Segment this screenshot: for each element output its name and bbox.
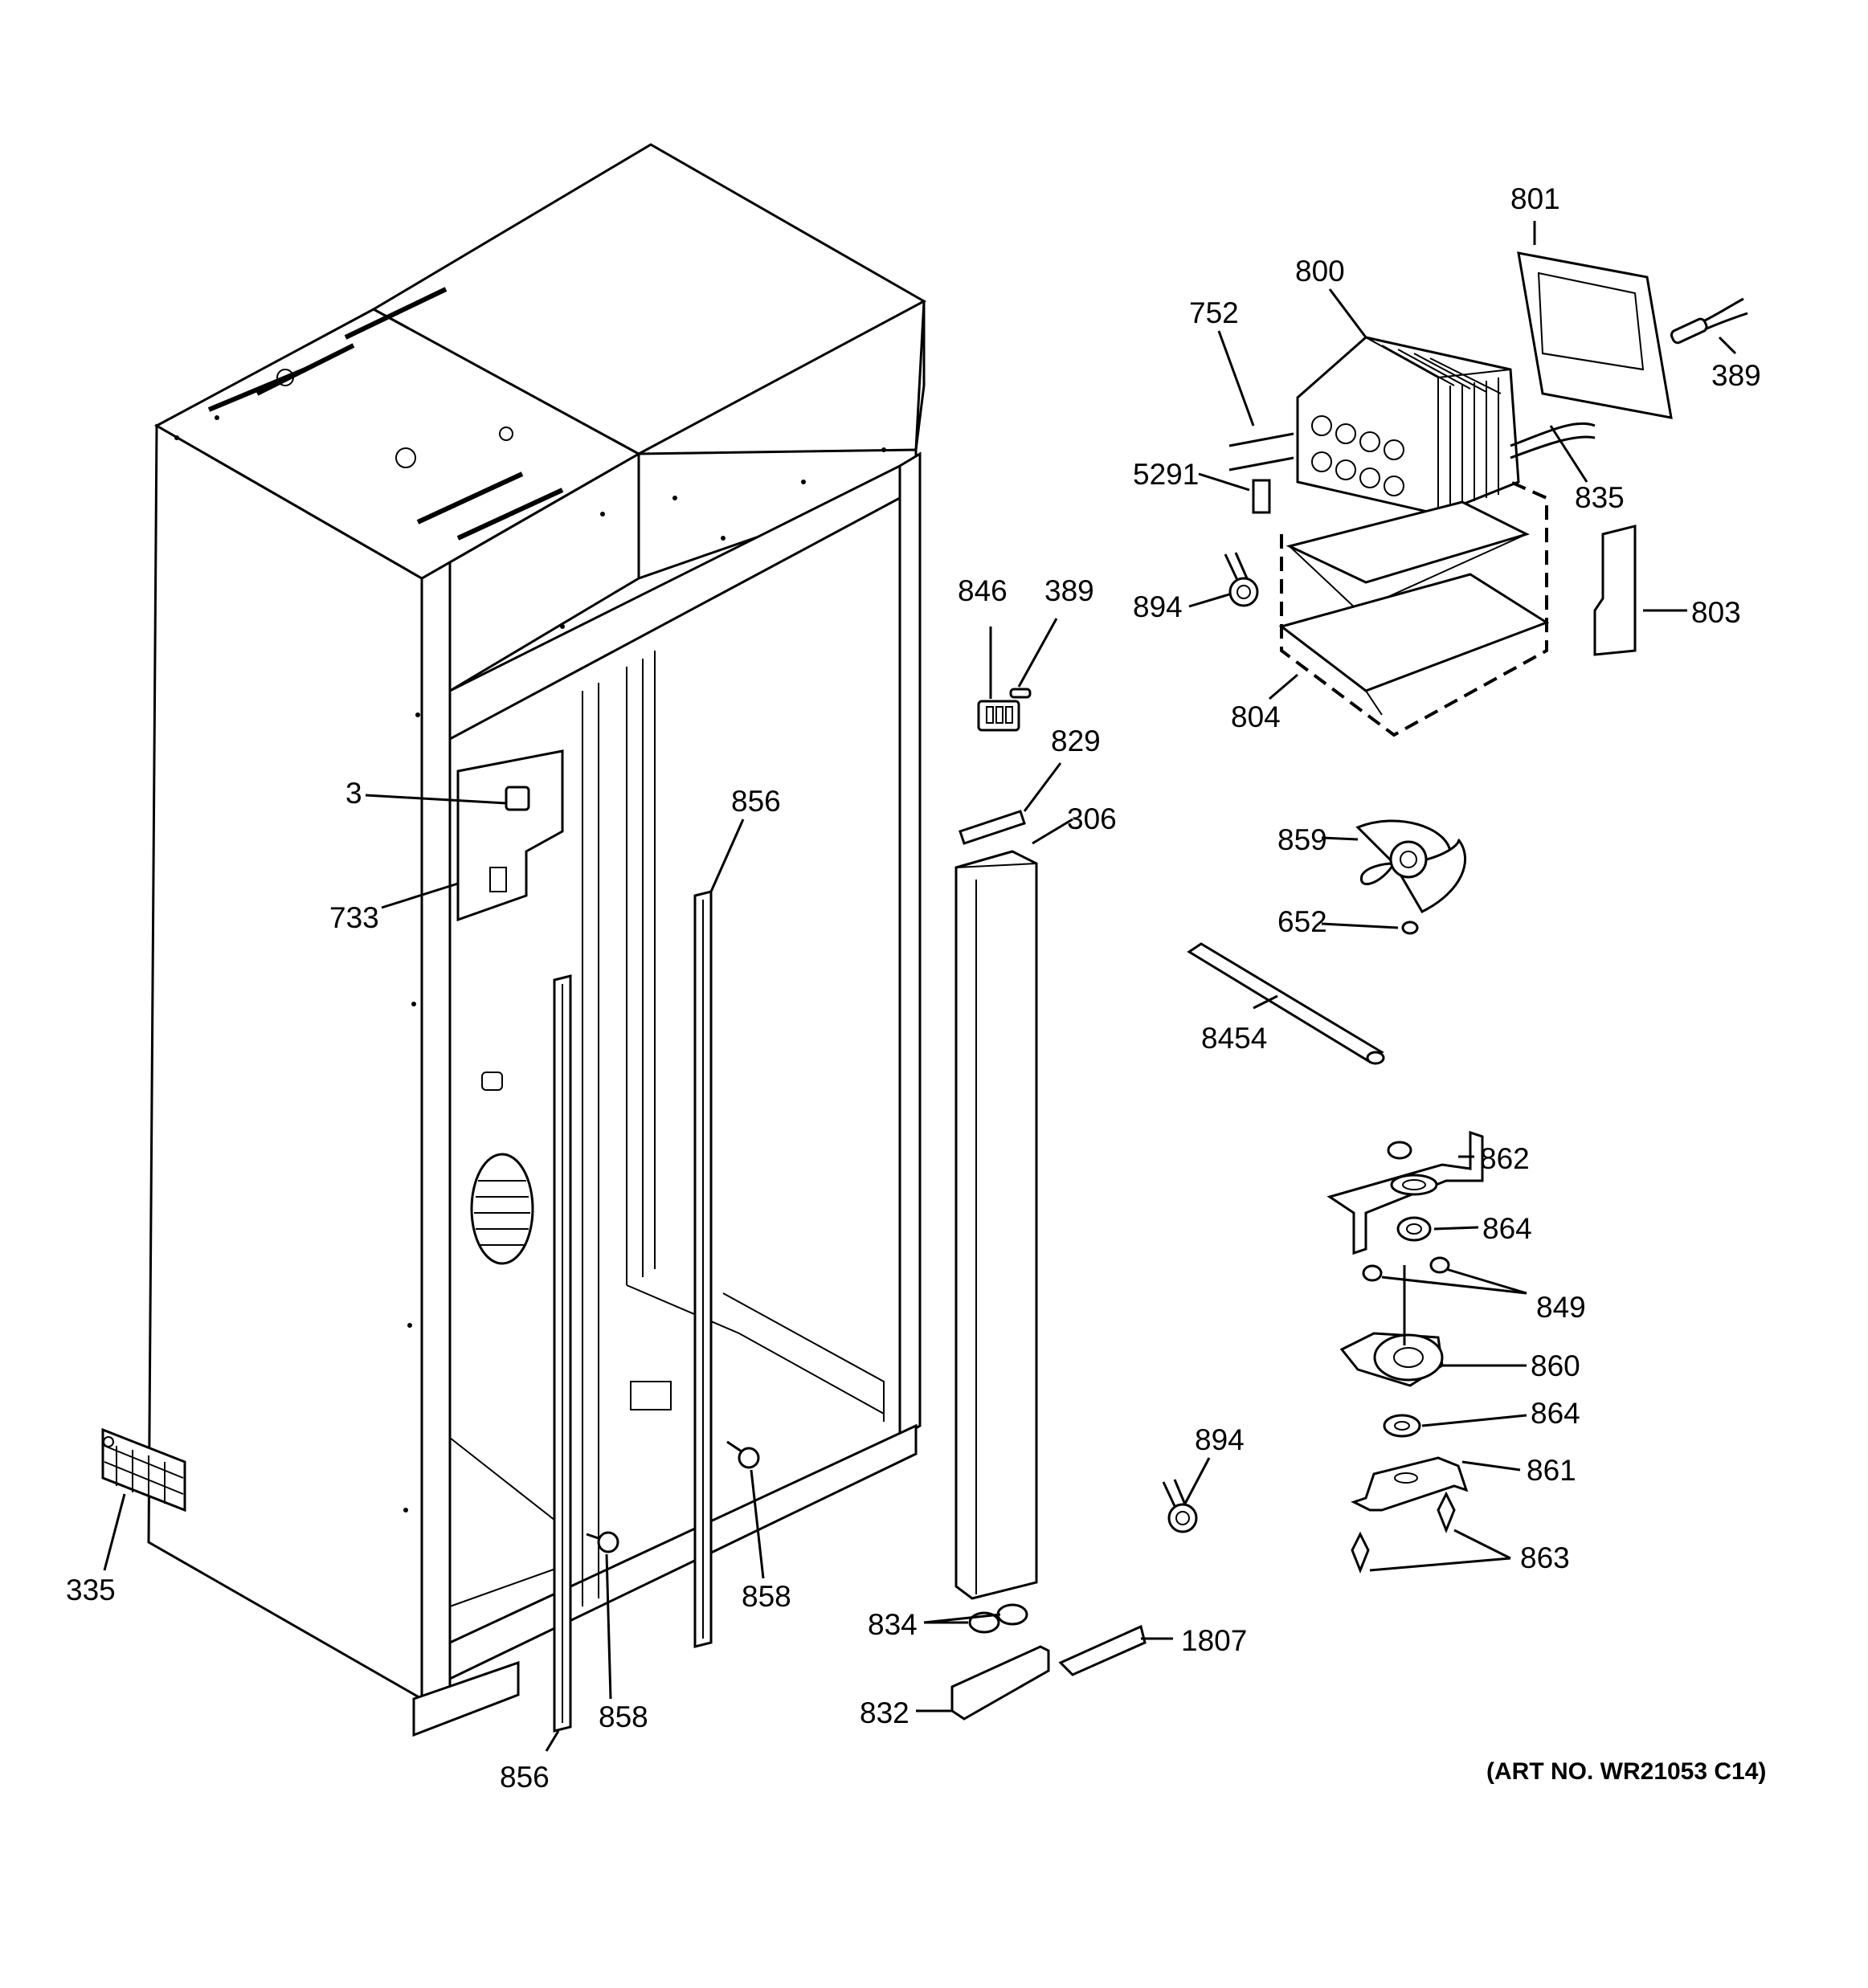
nut-652 bbox=[1401, 921, 1419, 935]
label-752: 752 bbox=[1189, 296, 1239, 329]
shield-803 bbox=[1593, 525, 1637, 656]
label-861: 861 bbox=[1527, 1454, 1576, 1487]
label-894: 894 bbox=[1133, 590, 1183, 623]
art-number: (ART NO. WR21053 C14) bbox=[1486, 1758, 1766, 1785]
grommet-864-lower bbox=[1383, 1414, 1421, 1438]
label-733: 733 bbox=[329, 901, 379, 934]
screw-858-left bbox=[586, 1531, 619, 1553]
label-860: 860 bbox=[1531, 1349, 1580, 1382]
fan-blade-859 bbox=[1355, 819, 1466, 913]
label-894: 894 bbox=[1195, 1423, 1245, 1456]
label-863: 863 bbox=[1520, 1541, 1570, 1574]
motor-860 bbox=[1339, 1265, 1444, 1387]
label-389: 389 bbox=[1044, 574, 1094, 607]
part-1807 bbox=[1058, 1624, 1147, 1676]
label-335: 335 bbox=[66, 1574, 116, 1606]
heater-752 bbox=[1228, 432, 1294, 471]
label-858: 858 bbox=[742, 1580, 791, 1613]
nut-849 bbox=[1362, 1256, 1450, 1282]
label-8454: 8454 bbox=[1201, 1022, 1267, 1055]
leader-lines bbox=[103, 221, 1737, 1752]
part-389-small bbox=[1009, 688, 1032, 699]
label-849: 849 bbox=[1536, 1291, 1586, 1324]
part-846 bbox=[977, 700, 1020, 732]
wire-389 bbox=[1670, 297, 1748, 345]
tube-835 bbox=[1510, 422, 1596, 459]
label-652: 652 bbox=[1277, 905, 1327, 938]
cover-801 bbox=[1517, 251, 1673, 419]
label-3: 3 bbox=[345, 777, 362, 810]
label-832: 832 bbox=[860, 1696, 909, 1729]
bracket-733 bbox=[456, 749, 564, 922]
label-864: 864 bbox=[1482, 1212, 1532, 1245]
label-859: 859 bbox=[1277, 823, 1327, 856]
label-389: 389 bbox=[1711, 359, 1761, 392]
callout-labels: 801 800 752 389 835 5291 894 803 804 846… bbox=[66, 182, 1766, 1794]
grommet-864-upper bbox=[1396, 1216, 1432, 1242]
label-864: 864 bbox=[1531, 1397, 1580, 1430]
label-803: 803 bbox=[1691, 596, 1741, 629]
label-801: 801 bbox=[1510, 182, 1560, 215]
label-1807: 1807 bbox=[1181, 1624, 1247, 1657]
label-829: 829 bbox=[1051, 725, 1101, 757]
label-804: 804 bbox=[1231, 700, 1281, 733]
evaporator-800 bbox=[1296, 336, 1520, 516]
label-5291: 5291 bbox=[1133, 458, 1199, 491]
label-856: 856 bbox=[500, 1761, 550, 1794]
label-800: 800 bbox=[1295, 255, 1345, 288]
label-835: 835 bbox=[1575, 481, 1625, 514]
label-834: 834 bbox=[868, 1608, 918, 1641]
bracket-829 bbox=[959, 810, 1026, 845]
cabinet bbox=[147, 143, 927, 1737]
strip-856-left bbox=[553, 974, 572, 1733]
part-5291 bbox=[1252, 479, 1271, 514]
drain-pan-804 bbox=[1278, 480, 1550, 737]
label-862: 862 bbox=[1480, 1142, 1530, 1175]
bracket-832 bbox=[950, 1645, 1050, 1721]
strip-856-right bbox=[693, 890, 713, 1648]
vent-335 bbox=[101, 1427, 186, 1512]
thermostat-894-upper bbox=[1224, 552, 1259, 607]
label-856: 856 bbox=[731, 785, 781, 818]
screw-858-right bbox=[726, 1440, 760, 1469]
screws-863 bbox=[1351, 1491, 1456, 1574]
label-306: 306 bbox=[1067, 802, 1117, 835]
rod-8454 bbox=[1187, 942, 1385, 1065]
bracket-862 bbox=[1326, 1130, 1484, 1255]
mullion-306 bbox=[954, 850, 1038, 1600]
part-834 bbox=[968, 1603, 1028, 1634]
label-846: 846 bbox=[958, 574, 1008, 607]
label-858: 858 bbox=[599, 1700, 648, 1733]
bracket-861 bbox=[1351, 1456, 1469, 1512]
thermostat-894-lower bbox=[1162, 1479, 1198, 1533]
